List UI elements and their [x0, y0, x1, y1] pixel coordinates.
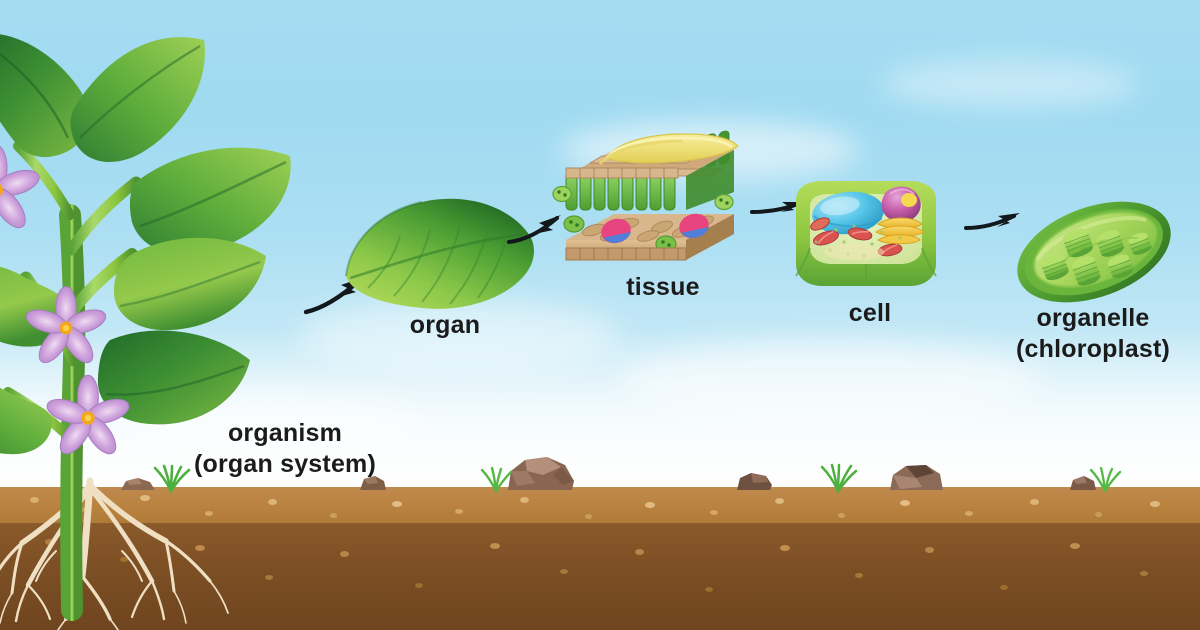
- grass-tuft: [153, 464, 191, 493]
- pebble: [392, 501, 402, 507]
- stage-organelle-illustration: [1008, 196, 1180, 308]
- pebble: [838, 513, 845, 518]
- pebble: [900, 500, 910, 506]
- pebble: [30, 497, 39, 503]
- vacuole: [812, 191, 884, 235]
- pebble: [205, 511, 213, 516]
- pebble: [780, 545, 790, 551]
- pebble: [490, 543, 500, 549]
- pebble: [1000, 585, 1008, 590]
- pebble: [1095, 512, 1102, 517]
- label-cell: cell: [848, 299, 892, 327]
- pebble: [1030, 499, 1039, 505]
- surface-rock: [508, 457, 574, 490]
- surface-rock: [360, 476, 386, 490]
- pebble: [415, 583, 423, 588]
- cloud-wisp: [620, 340, 1040, 420]
- surface-rock: [1070, 476, 1096, 490]
- grass-tuft: [480, 466, 513, 493]
- pebble: [1150, 501, 1160, 507]
- plant-leaf: [114, 237, 266, 331]
- pebble: [775, 498, 784, 504]
- granum-stack: [1071, 256, 1101, 286]
- plant-leaf: [129, 147, 291, 255]
- nucleus: [881, 186, 921, 223]
- surface-rock: [737, 473, 772, 490]
- arrow-cell-to-organelle: [964, 213, 1020, 230]
- granum-stack: [1107, 254, 1134, 279]
- plant-leaf: [0, 387, 52, 455]
- plant-leaf: [70, 37, 205, 163]
- soil-layer-subsoil: [0, 523, 1200, 630]
- pebble: [855, 573, 863, 578]
- pebble: [265, 575, 273, 580]
- plant-leaf: [0, 34, 89, 157]
- pebble: [1140, 571, 1148, 576]
- tissue-palisade-layer: [552, 130, 739, 211]
- pebble: [140, 495, 150, 501]
- granum-stack: [1041, 254, 1069, 281]
- pebble: [520, 497, 529, 503]
- pebble: [710, 510, 718, 515]
- pebble: [585, 514, 592, 519]
- plant-leaf: [97, 330, 250, 425]
- vascular-bundle: [601, 218, 631, 244]
- stage-organism-illustration: [0, 10, 340, 630]
- plant-flower: [0, 145, 40, 229]
- pebble: [45, 539, 54, 545]
- mitochondrion: [812, 230, 840, 246]
- label-tissue: tissue: [626, 273, 700, 301]
- arrow-organ-to-tissue: [507, 215, 561, 244]
- plant-flower: [46, 374, 130, 455]
- surface-rock: [890, 465, 943, 490]
- label-organism: organism (organ system): [193, 419, 376, 478]
- grass-tuft: [820, 463, 858, 493]
- grass-tuft: [1089, 466, 1122, 493]
- nucleolus: [901, 193, 917, 207]
- pebble: [340, 551, 349, 557]
- soil-ground: [0, 457, 1200, 630]
- vascular-bundle: [679, 213, 709, 239]
- pebble: [330, 513, 337, 518]
- stage-cell-illustration: [786, 172, 946, 294]
- label-organ: organ: [409, 311, 481, 339]
- pebble: [645, 502, 655, 508]
- granum-stack: [1128, 232, 1152, 255]
- cuticle-layer: [598, 133, 739, 166]
- pebble: [120, 557, 128, 562]
- golgi-apparatus: [875, 217, 925, 245]
- pebble: [455, 509, 463, 514]
- pebble: [705, 587, 713, 592]
- label-organelle: organelle (chloroplast): [1016, 304, 1170, 363]
- stoma-cell: [714, 193, 734, 211]
- stoma-cell: [563, 215, 585, 233]
- stage-organ-illustration: [338, 190, 543, 315]
- surface-rock: [121, 478, 155, 490]
- pebble: [268, 499, 277, 505]
- pebble: [1070, 543, 1080, 549]
- mitochondrion: [810, 217, 830, 231]
- cloud-wisp: [880, 60, 1140, 108]
- stage-tissue-illustration: [552, 130, 742, 277]
- pebble: [195, 545, 205, 551]
- plant-flower: [25, 286, 107, 364]
- pebble: [965, 511, 973, 516]
- tissue-spongy-mesophyll-layer: [563, 213, 734, 261]
- mitochondrion: [847, 227, 873, 241]
- stoma-cell: [552, 185, 572, 203]
- pebble: [925, 547, 934, 553]
- granum-stack: [1096, 230, 1125, 257]
- pebble: [635, 549, 644, 555]
- pebble: [560, 569, 568, 574]
- soil-layer-topsoil: [0, 487, 1200, 523]
